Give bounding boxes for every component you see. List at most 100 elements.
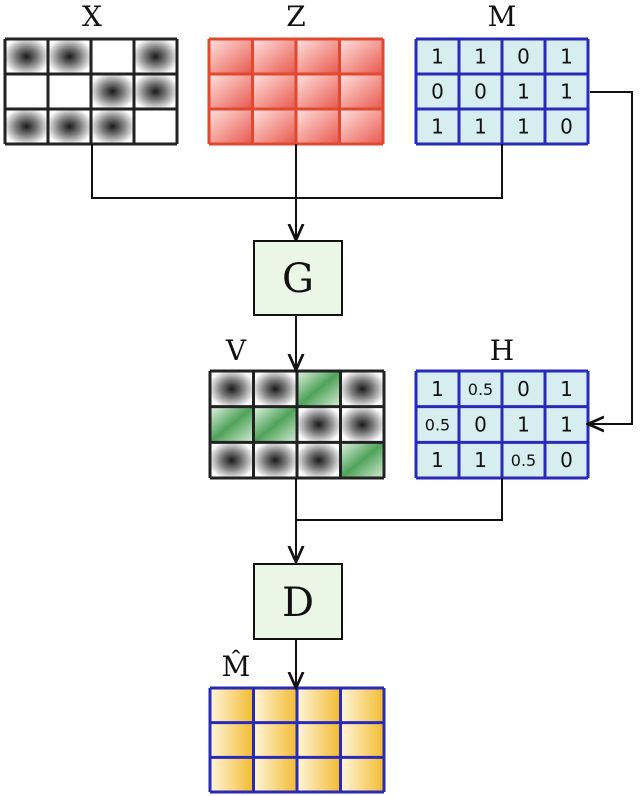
grid-m-cell: 1 xyxy=(545,74,588,109)
grid-v-cell xyxy=(210,371,254,407)
hint-value: 0.5 xyxy=(425,416,450,435)
grid-mhat-cell xyxy=(253,688,297,723)
label-v: V xyxy=(225,334,247,367)
grid-x-cell xyxy=(48,74,91,109)
grid-v xyxy=(208,369,386,480)
discriminator-box: D xyxy=(253,563,343,640)
grid-z-cell xyxy=(252,39,296,74)
hint-value: 1 xyxy=(560,413,573,437)
grid-mhat-cell xyxy=(210,722,254,758)
grid-mhat-cell xyxy=(253,757,297,792)
grid-x-cell xyxy=(91,109,134,144)
grid-mhat-cell xyxy=(340,688,384,723)
grid-v-cell xyxy=(253,406,297,443)
grid-v-cell xyxy=(210,406,254,443)
grid-m-cell: 1 xyxy=(545,39,588,74)
grid-m-cell: 1 xyxy=(502,109,545,144)
label-x: X xyxy=(82,0,102,33)
grid-v-cell xyxy=(340,371,384,407)
grid-x xyxy=(3,37,179,146)
grid-z-cell xyxy=(252,109,296,144)
hint-value: 0.5 xyxy=(511,451,536,470)
label-h: H xyxy=(490,334,514,367)
grid-z-cell xyxy=(209,74,253,109)
grid-mhat-cell xyxy=(297,757,341,792)
grid-x-cell xyxy=(48,109,91,144)
grid-z-cell xyxy=(209,39,253,74)
grid-x-cell xyxy=(134,74,177,109)
grid-h-cell: 0 xyxy=(545,442,588,478)
grid-mhat-cell xyxy=(340,722,384,758)
mask-value: 1 xyxy=(560,80,573,104)
grid-z-cell xyxy=(296,109,340,144)
grid-h-cell: 1 xyxy=(545,406,588,443)
grid-mhat-cell xyxy=(210,757,254,792)
grid-h: 1 0.5 0 1 0.5 0 1 1 1 1 0.5 0 xyxy=(414,369,590,480)
grid-z-cell xyxy=(339,109,383,144)
grid-v-cell xyxy=(297,371,341,407)
grid-m-cell: 0 xyxy=(416,74,459,109)
mask-value: 1 xyxy=(474,115,487,139)
mask-value: 0 xyxy=(431,80,444,104)
grid-z xyxy=(207,37,385,146)
grid-x-cell xyxy=(91,74,134,109)
hint-value: 1 xyxy=(474,448,487,472)
hint-value: 0 xyxy=(474,413,487,437)
hint-value: 0 xyxy=(560,448,573,472)
grid-z-cell xyxy=(339,74,383,109)
grid-v-cell xyxy=(340,406,384,443)
grid-mhat-cell xyxy=(297,688,341,723)
grid-v-cell xyxy=(253,442,297,478)
mask-value: 1 xyxy=(431,115,444,139)
mask-value: 1 xyxy=(517,115,530,139)
grid-z-cell xyxy=(339,39,383,74)
hint-value: 1 xyxy=(560,377,573,401)
grid-x-cell xyxy=(48,39,91,74)
grid-x-cell xyxy=(91,39,134,74)
mask-value: 1 xyxy=(474,45,487,69)
grid-z-cell xyxy=(209,109,253,144)
mask-value: 0 xyxy=(474,80,487,104)
hint-value: 0.5 xyxy=(468,380,493,399)
hint-value: 1 xyxy=(517,413,530,437)
grid-h-cell: 1 xyxy=(502,406,545,443)
mask-value: 0 xyxy=(517,45,530,69)
grid-v-cell xyxy=(340,442,384,478)
mask-value: 0 xyxy=(560,115,573,139)
hint-value: 1 xyxy=(431,377,444,401)
mask-value: 1 xyxy=(560,45,573,69)
grid-m-hat xyxy=(208,686,386,794)
grid-h-cell: 0 xyxy=(459,406,502,443)
grid-m-cell: 1 xyxy=(416,109,459,144)
label-m-hat: M̂ xyxy=(222,650,251,683)
hint-value: 0 xyxy=(517,377,530,401)
grid-h-cell: 1 xyxy=(416,371,459,407)
connector-lines xyxy=(91,91,633,688)
grid-h-cell: 0.5 xyxy=(416,406,459,443)
grid-h-cell: 1 xyxy=(416,442,459,478)
grid-mhat-cell xyxy=(253,722,297,758)
grid-h-cell: 0.5 xyxy=(459,371,502,407)
grid-m-cell: 0 xyxy=(502,39,545,74)
grid-v-cell xyxy=(253,371,297,407)
grid-v-cell xyxy=(297,442,341,478)
hint-value: 1 xyxy=(431,448,444,472)
grid-mhat-cell xyxy=(210,688,254,723)
grid-x-cell xyxy=(5,109,48,144)
discriminator-label: D xyxy=(282,580,314,626)
generator-box: G xyxy=(253,240,343,316)
grid-m-cell: 1 xyxy=(459,109,502,144)
grid-h-cell: 1 xyxy=(545,371,588,407)
grid-v-cell xyxy=(210,442,254,478)
grid-h-cell: 1 xyxy=(459,442,502,478)
label-m: M xyxy=(488,0,517,33)
grid-x-cell xyxy=(5,39,48,74)
mask-value: 1 xyxy=(431,45,444,69)
grid-mhat-cell xyxy=(340,757,384,792)
grid-z-cell xyxy=(252,74,296,109)
grid-z-cell xyxy=(296,39,340,74)
grid-h-cell: 0.5 xyxy=(502,442,545,478)
grid-m-cell: 1 xyxy=(416,39,459,74)
grid-z-cell xyxy=(296,74,340,109)
